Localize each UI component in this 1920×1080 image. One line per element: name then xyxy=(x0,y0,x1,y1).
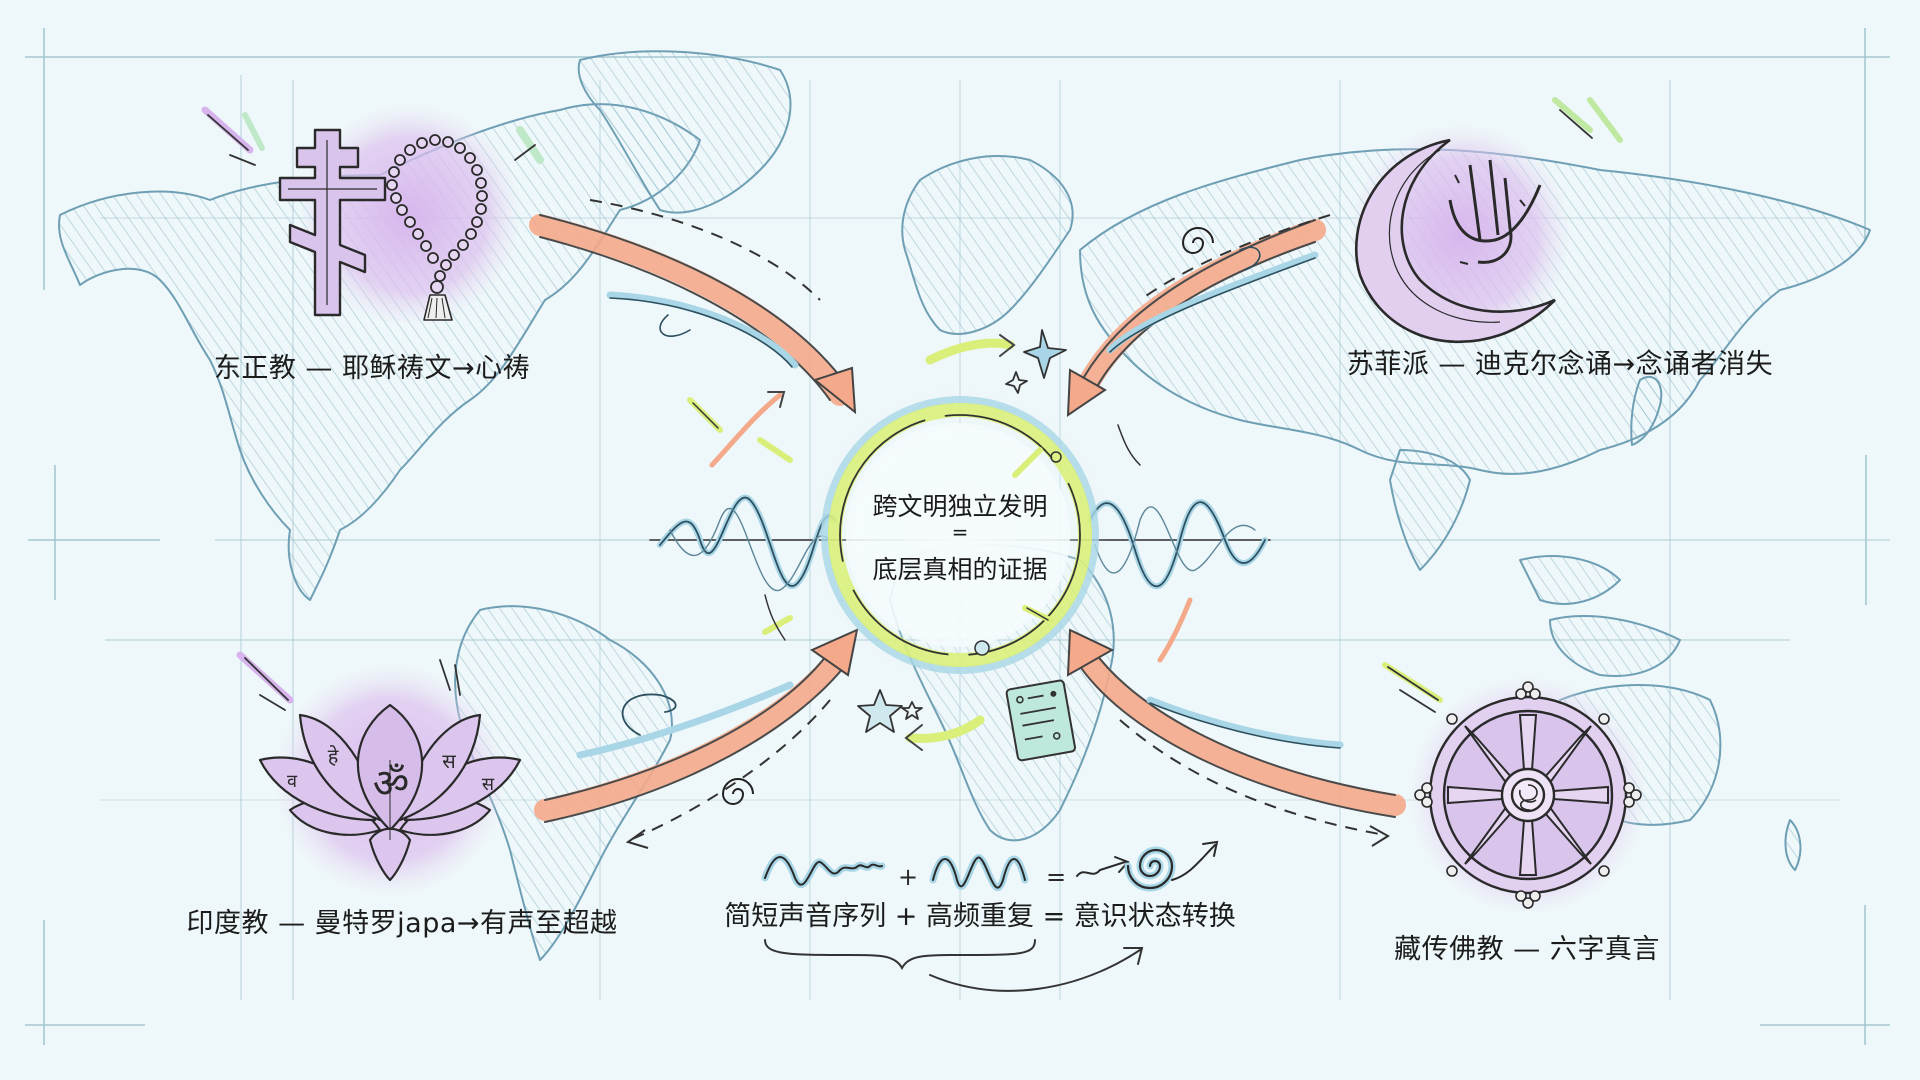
greenland xyxy=(577,50,792,214)
lotus-om-icon xyxy=(258,703,522,882)
om-symbol: ॐ xyxy=(373,761,409,807)
lotus-glyph-he: हे xyxy=(328,744,339,768)
decorative-stars xyxy=(857,329,1067,733)
spiral-icons xyxy=(721,227,1214,805)
blue-swooshes xyxy=(576,246,1344,759)
label-orthodox: 东正教 — 耶稣祷文→心祷 xyxy=(213,353,531,384)
lotus-glyph-sa2: स xyxy=(482,774,495,795)
orthodox-cross-and-prayer-rope-icon xyxy=(278,128,488,321)
formula-icons xyxy=(761,840,1219,992)
dashed-paths xyxy=(589,199,1386,841)
lotus-glyphs: व हे ॐ स स xyxy=(287,744,495,807)
label-sufi: 苏菲派 — 迪克尔念诵→念诵者消失 xyxy=(1346,349,1774,380)
crescent-calligraphy-icon xyxy=(1355,138,1556,344)
center-equals: = xyxy=(951,520,969,544)
flow-arrows xyxy=(529,214,1406,823)
short-wave-icon xyxy=(761,853,886,889)
new-zealand xyxy=(1784,819,1802,871)
lotus-glyph-va: व xyxy=(287,771,298,792)
lotus-glyph-sa: स xyxy=(442,749,456,773)
formula-equals-symbol: = xyxy=(1046,863,1066,891)
formula-plus-symbol: + xyxy=(898,863,918,891)
india xyxy=(1389,449,1471,571)
brace xyxy=(764,939,1036,971)
japan xyxy=(1630,375,1663,446)
dharma-wheel-icon xyxy=(1414,681,1642,909)
high-frequency-wave-icon xyxy=(929,854,1029,892)
center-title-line1: 跨文明独立发明 xyxy=(872,492,1048,521)
center-title-line2: 底层真相的证据 xyxy=(872,555,1048,584)
yellow-accent-arrows xyxy=(904,334,1016,751)
europe xyxy=(901,155,1074,335)
label-hindu: 印度教 — 曼特罗japa→有声至超越 xyxy=(186,908,618,939)
southeast-asia xyxy=(1519,555,1621,605)
curved-result-arrow xyxy=(929,949,1141,992)
accent-burst-strokes xyxy=(201,97,1623,713)
label-tibetan: 藏传佛教 — 六字真言 xyxy=(1394,934,1660,965)
formula-operators: + = xyxy=(898,863,1066,891)
formula-caption: 简短声音序列 + 高频重复 = 意识状态转换 xyxy=(724,901,1236,932)
note-icon xyxy=(1005,679,1076,762)
spiral-transformation-icon xyxy=(1124,840,1219,892)
